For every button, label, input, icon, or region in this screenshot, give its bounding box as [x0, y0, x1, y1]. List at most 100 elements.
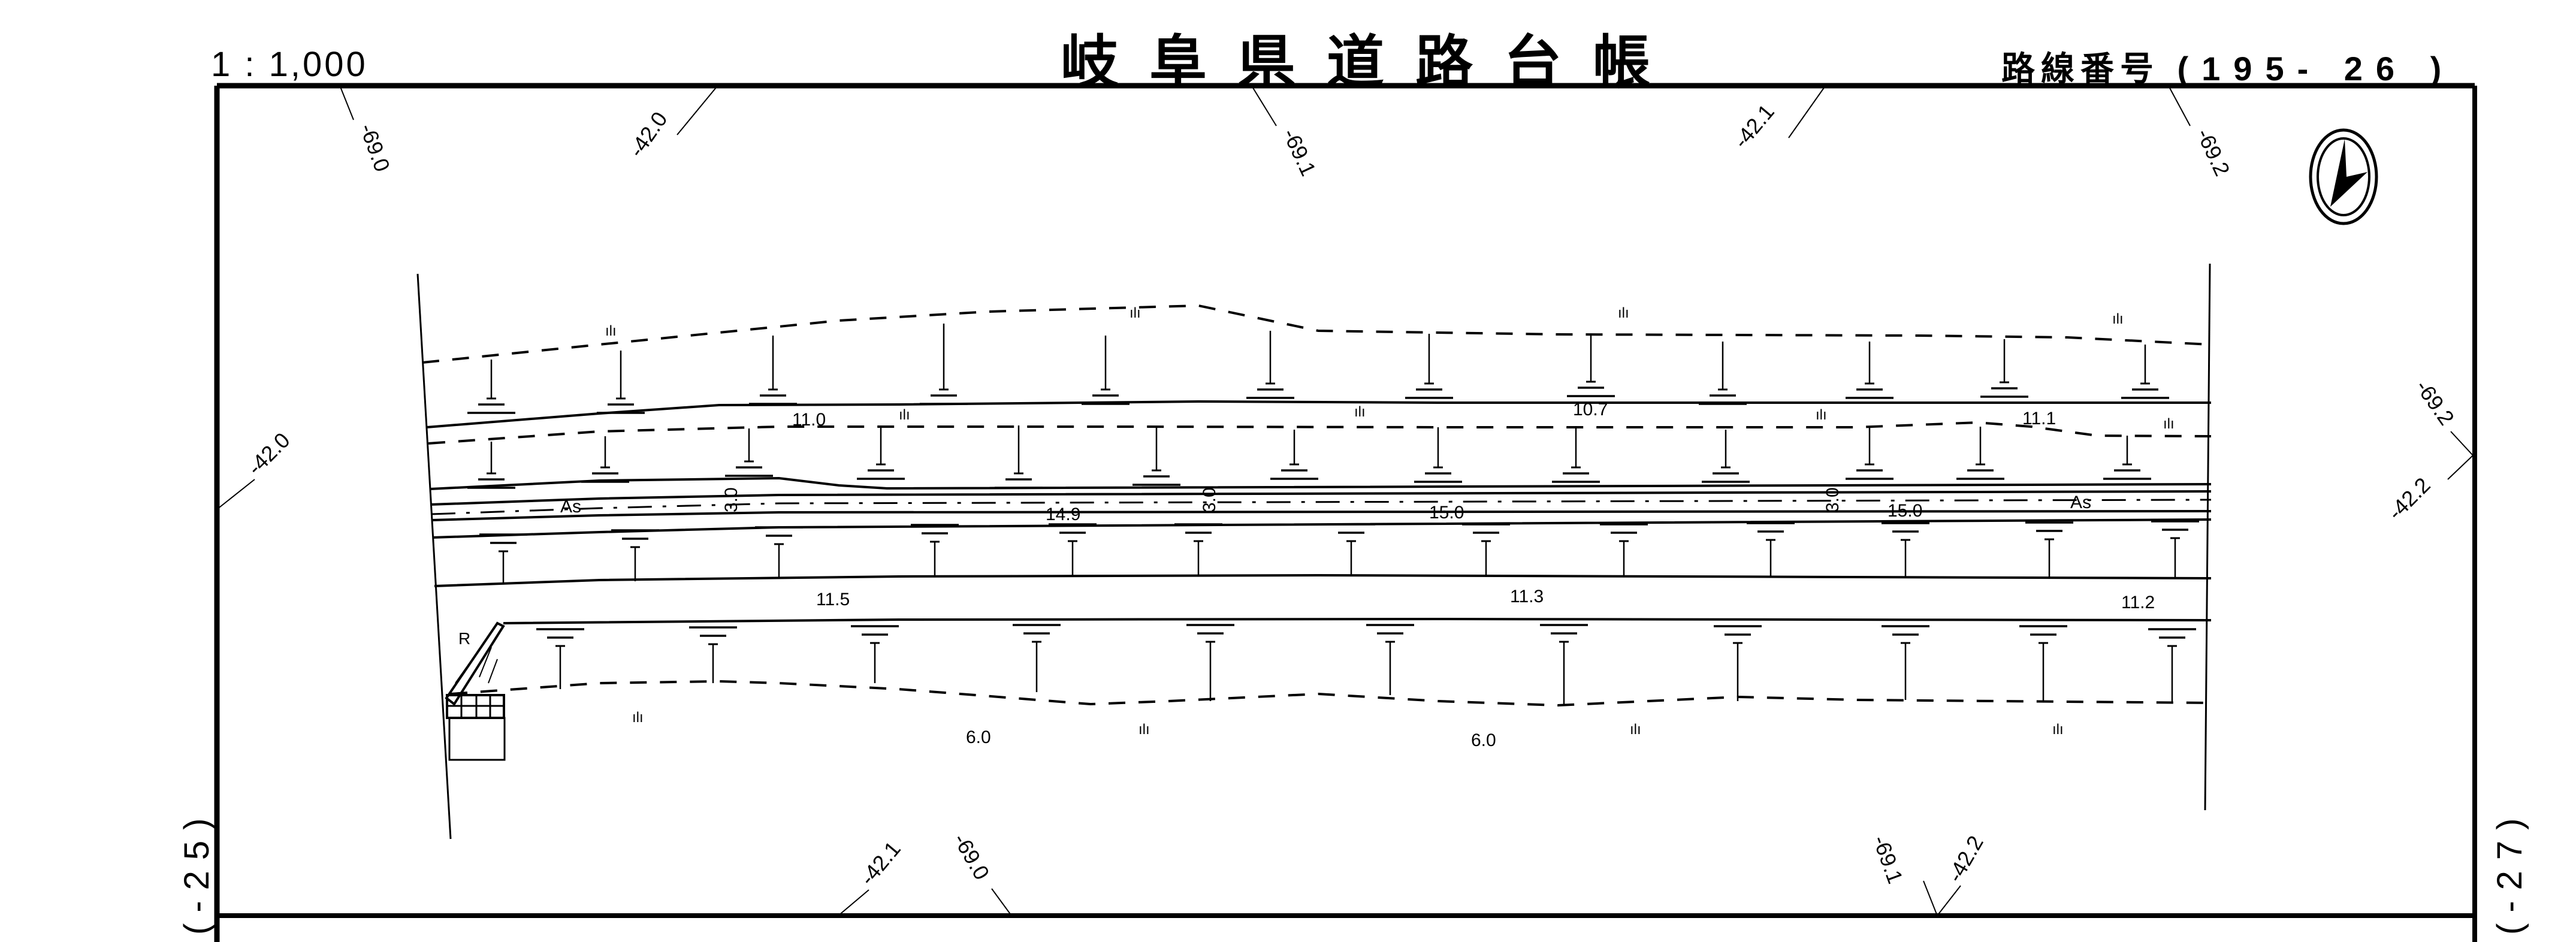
slope-symbol	[581, 436, 629, 483]
slope-symbol	[1846, 427, 1894, 480]
slope-symbol	[597, 351, 645, 414]
slope-symbol	[1882, 522, 1929, 577]
verge-width-2: 6.0	[1471, 730, 1496, 750]
vegetation-icon: ılı	[1618, 305, 1629, 321]
lower-width-1: 11.5	[816, 590, 850, 609]
coord-left-1: -42.0	[243, 428, 295, 480]
scale-label: 1 : 1,000	[211, 45, 368, 84]
slope-symbol	[1882, 625, 1929, 700]
slope-symbol	[1980, 339, 2028, 398]
slope-symbol	[1540, 624, 1588, 704]
slope-symbol	[911, 524, 959, 576]
coordinate-leaders	[216, 86, 2474, 916]
slope-symbol	[479, 533, 527, 584]
vegetation-icon: ılı	[1130, 305, 1141, 321]
slope-symbols	[467, 324, 2199, 704]
slope-symbol	[1462, 523, 1510, 575]
route-number-value: (195- 26 )	[2177, 50, 2455, 87]
upper-sidewalk-dashed	[428, 421, 2212, 445]
dim-label-2: 3.0	[1200, 487, 1219, 512]
slope-symbol	[467, 360, 515, 414]
dim-label-1: 3.0	[721, 487, 741, 512]
carriageway-width-3: 15.0	[1888, 501, 1922, 521]
upper-width-1: 11.0	[792, 410, 826, 430]
upper-boundary-dashed	[422, 304, 2212, 364]
carriageway-line-1	[430, 476, 2212, 490]
map-frame	[214, 83, 2477, 942]
slope-symbol	[1013, 624, 1061, 692]
slope-symbol	[1414, 427, 1462, 483]
vegetation-icon: ılı	[2163, 416, 2175, 432]
coord-top-3: -69.1	[1278, 125, 1321, 180]
slope-symbol	[1600, 523, 1648, 575]
slope-symbol	[1327, 523, 1375, 575]
surface-label-2: As	[2070, 493, 2091, 512]
coord-bottom-1: -42.1	[855, 837, 905, 890]
vegetation-icon: ılı	[632, 709, 644, 726]
slope-symbol	[1082, 336, 1130, 405]
section-boundaries	[416, 263, 2211, 840]
north-arrow-icon	[2309, 128, 2378, 225]
vegetation-icon: ılı	[1138, 721, 1150, 738]
slope-symbol	[689, 626, 737, 683]
slope-symbol	[2121, 345, 2169, 399]
coord-right-2: -42.2	[2383, 473, 2435, 525]
vegetation-symbols: ılı ılı ılı ılı ılı ılı ılı ılı ılı ılı …	[605, 305, 2175, 738]
carriageway-width-1: 14.9	[1046, 505, 1080, 524]
slope-symbol	[749, 336, 797, 405]
slope-symbol	[1133, 427, 1180, 486]
coord-bottom-2: -69.0	[949, 829, 995, 884]
route-number-block: 路線番号 (195- 26 )	[2001, 42, 2454, 90]
coord-bottom-4: -42.2	[1942, 831, 1988, 886]
slope-symbol	[536, 628, 584, 689]
slope-symbol	[2025, 521, 2073, 578]
slope-symbol	[1714, 625, 1762, 701]
slope-symbol	[755, 526, 803, 579]
coord-top-1: -69.0	[355, 120, 395, 175]
coord-top-5: -69.2	[2192, 125, 2235, 180]
slope-symbol	[1186, 624, 1234, 701]
vegetation-icon: ılı	[1816, 407, 1827, 423]
slope-symbol	[851, 625, 899, 683]
slope-symbol	[1405, 334, 1453, 399]
road-lines	[422, 304, 2212, 707]
coord-top-4: -42.1	[1729, 99, 1779, 153]
slope-symbol	[1552, 428, 1600, 483]
slope-symbol	[1366, 624, 1414, 695]
slope-symbol	[1747, 522, 1795, 576]
slope-symbol	[1699, 342, 1747, 405]
verge-width-1: 6.0	[966, 727, 991, 747]
coord-bottom-3: -69.1	[1868, 832, 1908, 887]
vegetation-icon: ılı	[2112, 311, 2124, 327]
slope-symbol	[725, 428, 773, 477]
coord-top-2: -42.0	[624, 107, 672, 162]
lower-width-3: 11.2	[2121, 593, 2155, 612]
lower-boundary-dashed	[450, 680, 2212, 707]
road-labels: As As 3.0 3.0 3.0 14.9 15.0 15.0 11.0 10…	[560, 400, 2155, 750]
slope-symbol	[1270, 430, 1318, 480]
dim-label-3: 3.0	[1823, 487, 1843, 512]
carriageway-line-2	[430, 490, 2212, 506]
vegetation-icon: ılı	[2052, 721, 2064, 738]
slope-symbol	[1246, 331, 1294, 399]
slope-symbol	[1174, 523, 1222, 576]
lower-width-2: 11.3	[1510, 587, 1544, 606]
centerline-dashed	[431, 499, 2212, 515]
slope-symbol	[857, 425, 905, 480]
carriageway-line-4	[432, 518, 2212, 539]
vegetation-icon: ılı	[1354, 404, 1366, 420]
slope-symbol	[1049, 523, 1097, 576]
slope-symbol	[2148, 628, 2196, 702]
slope-symbol	[1702, 430, 1750, 483]
slope-symbol	[2103, 436, 2151, 480]
ramp-structure	[445, 621, 506, 761]
slope-symbol	[2019, 625, 2067, 702]
carriageway-line-3	[431, 510, 2212, 521]
slope-symbol	[611, 529, 659, 581]
vegetation-icon: ılı	[899, 407, 910, 423]
ramp-label: R	[458, 629, 470, 648]
vegetation-icon: ılı	[1630, 721, 1641, 738]
vegetation-icon: ılı	[605, 323, 617, 339]
